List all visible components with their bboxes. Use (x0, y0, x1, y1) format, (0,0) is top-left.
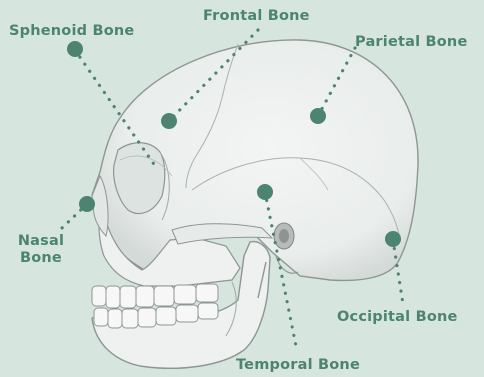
label-sphenoid-bone: Sphenoid Bone (9, 23, 134, 40)
zygomatic-arch (172, 224, 272, 244)
marker-nasal (79, 196, 95, 212)
marker-occipital (385, 231, 401, 247)
marker-sphenoid (67, 41, 83, 57)
marker-frontal (161, 113, 177, 129)
marker-temporal (257, 184, 273, 200)
label-nasal-bone: Nasal Bone (16, 233, 66, 266)
label-nasal-line2: Bone (16, 250, 66, 267)
label-occipital-bone: Occipital Bone (337, 309, 458, 326)
label-frontal-bone: Frontal Bone (203, 8, 310, 25)
label-temporal-bone: Temporal Bone (236, 357, 360, 374)
marker-parietal (310, 108, 326, 124)
label-nasal-line1: Nasal (16, 233, 66, 250)
label-parietal-bone: Parietal Bone (355, 34, 467, 51)
